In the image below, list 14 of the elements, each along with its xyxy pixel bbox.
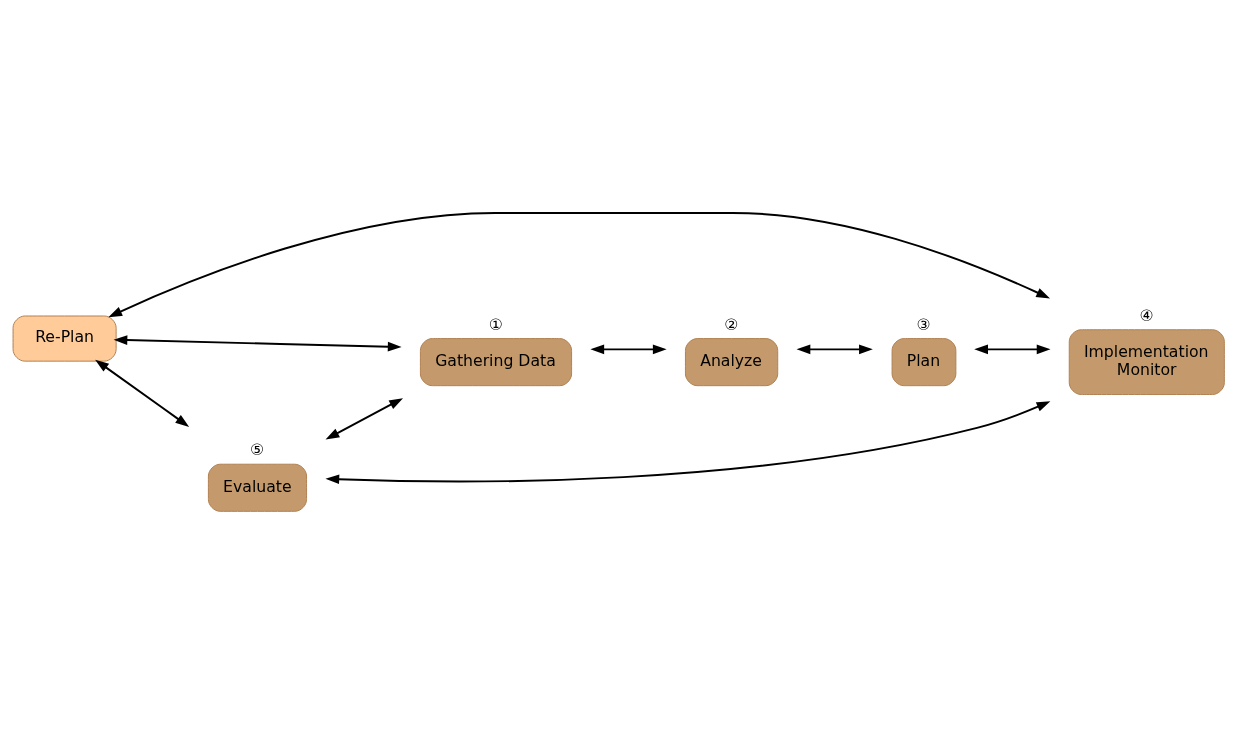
arrow: [325, 398, 404, 440]
arrow: [95, 359, 190, 427]
node-label: ③: [916, 314, 931, 334]
arrow: [590, 344, 667, 355]
arrow: [113, 335, 402, 352]
node-label: ④: [1139, 305, 1154, 325]
node-label: ①: [488, 314, 503, 334]
node-label: ②: [724, 314, 739, 334]
arrow: [108, 211, 1051, 318]
node-box: Re-Plan: [12, 315, 117, 362]
arrow: [325, 401, 1051, 485]
node-label: ⑤: [250, 440, 265, 460]
arrow: [974, 344, 1051, 355]
arrow: [796, 344, 873, 355]
